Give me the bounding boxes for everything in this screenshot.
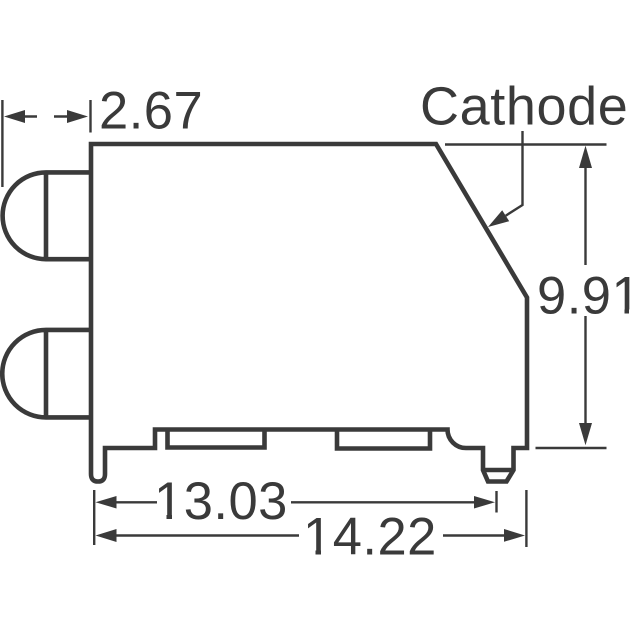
svg-text:9.91: 9.91 bbox=[537, 267, 640, 326]
svg-text:Cathode: Cathode bbox=[420, 77, 628, 137]
svg-text:2.67: 2.67 bbox=[99, 81, 203, 140]
svg-text:13.03: 13.03 bbox=[154, 472, 288, 531]
svg-text:14.22: 14.22 bbox=[303, 507, 437, 566]
